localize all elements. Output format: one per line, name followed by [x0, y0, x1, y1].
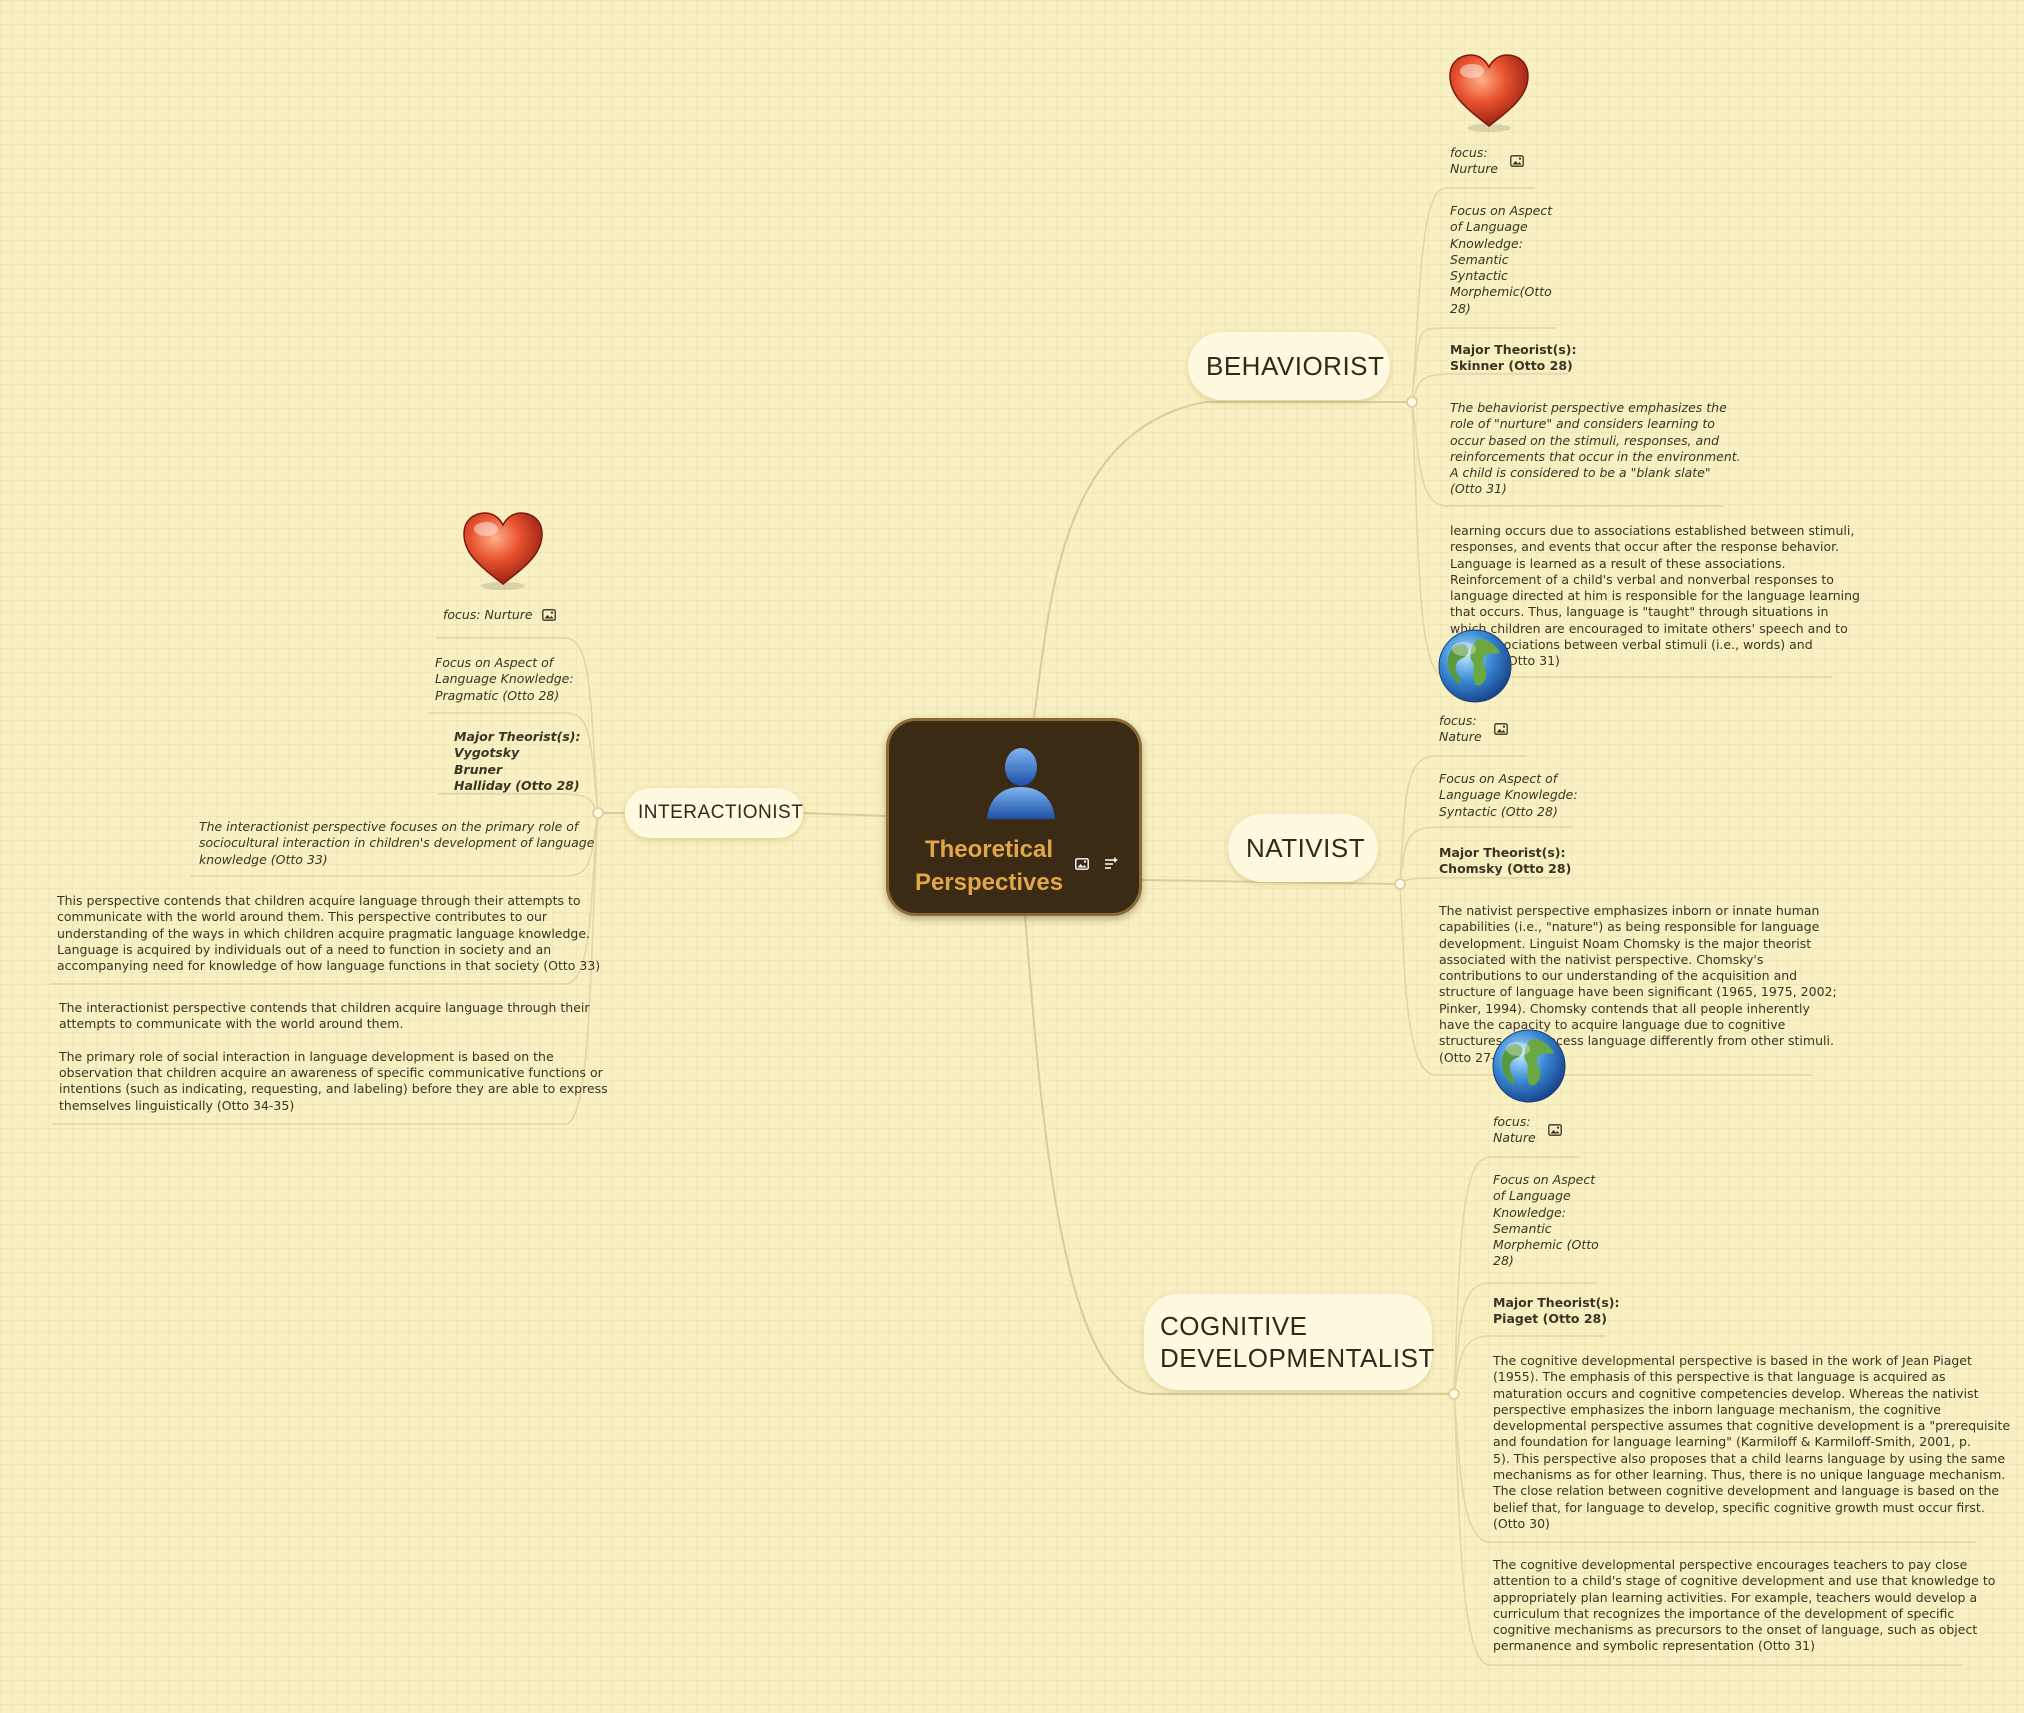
interactionist-focus: focus: Nurture — [443, 607, 533, 622]
interactionist-aspect: Focus on Aspect of Language Knowledge: P… — [435, 655, 574, 703]
topic-nativist[interactable]: NATIVIST — [1228, 814, 1378, 882]
topic-label: BEHAVIORIST — [1206, 351, 1385, 381]
behaviorist-detail: learning occurs due to associations esta… — [1450, 523, 1860, 669]
heart-icon — [1449, 54, 1529, 132]
behaviorist-theorist: Major Theorist(s): Skinner (Otto 28) — [1450, 342, 1577, 374]
nativist-aspect: Focus on Aspect of Language Knowlegde: S… — [1439, 771, 1578, 819]
topic-label: INTERACTIONIST — [638, 802, 804, 823]
nativist-summary: The nativist perspective emphasizes inbo… — [1439, 903, 1837, 1065]
globe-icon — [1492, 1029, 1566, 1103]
central-topic[interactable]: Theoretical Perspectives — [886, 718, 1142, 916]
image-icon[interactable] — [1494, 723, 1508, 735]
topic-cognitive-developmentalist[interactable]: COGNITIVE DEVELOPMENTALIST — [1144, 1294, 1435, 1390]
interactionist-summary: The interactionist perspective focuses o… — [199, 819, 595, 867]
central-topic-title: Theoretical Perspectives — [914, 836, 1064, 896]
image-icon[interactable] — [542, 609, 556, 621]
heart-icon — [463, 512, 543, 590]
cognitive-focus: focus: Nature — [1493, 1114, 1536, 1146]
topic-interactionist[interactable]: INTERACTIONIST — [625, 788, 803, 838]
nativist-theorist: Major Theorist(s): Chomsky (Otto 28) — [1439, 845, 1572, 877]
topic-behaviorist[interactable]: BEHAVIORIST — [1188, 332, 1390, 400]
behaviorist-focus: focus: Nurture — [1450, 145, 1499, 177]
behaviorist-summary: The behaviorist perspective emphasizes t… — [1450, 400, 1741, 497]
cognitive-teachers: The cognitive developmental perspective … — [1493, 1557, 1996, 1654]
cognitive-theorist: Major Theorist(s): Piaget (Otto 28) — [1493, 1295, 1620, 1327]
interactionist-extra: The interactionist perspective contends … — [59, 1000, 608, 1113]
image-icon[interactable] — [1510, 155, 1524, 167]
topic-label: NATIVIST — [1246, 833, 1366, 863]
topic-label: COGNITIVE DEVELOPMENTALIST — [1160, 1311, 1435, 1373]
globe-icon — [1438, 629, 1512, 703]
nativist-focus: focus: Nature — [1439, 713, 1482, 745]
image-icon[interactable] — [1075, 858, 1089, 870]
cognitive-summary: The cognitive developmental perspective … — [1493, 1353, 2011, 1531]
image-icon[interactable] — [1548, 1124, 1562, 1136]
notes-icon[interactable] — [1104, 857, 1118, 870]
interactionist-detail: This perspective contends that children … — [57, 893, 601, 974]
behaviorist-aspect: Focus on Aspect of Language Knowledge: S… — [1450, 203, 1553, 316]
person-icon — [987, 748, 1055, 819]
cognitive-aspect: Focus on Aspect of Language Knowledge: S… — [1493, 1172, 1599, 1269]
interactionist-theorist: Major Theorist(s): Vygotsky Bruner Halli… — [454, 729, 581, 793]
